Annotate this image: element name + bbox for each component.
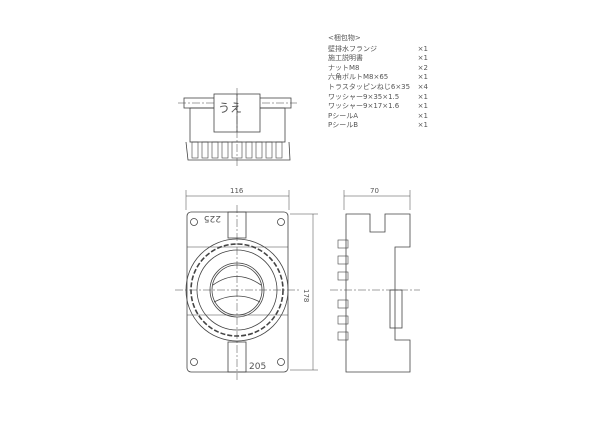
part-qty: ×1 [417, 111, 428, 120]
part-qty: ×1 [417, 73, 428, 82]
parts-list-title: <梱包物> [328, 34, 361, 42]
list-item: ワッシャー9×17×1.6 ×1 [328, 102, 428, 112]
part-qty: ×1 [417, 44, 428, 53]
list-item: ナットM8 ×2 [328, 64, 428, 74]
part-qty: ×1 [417, 102, 428, 111]
top-view: うえ [178, 88, 297, 166]
side-view: 70 [330, 187, 420, 373]
list-item: PシールB ×1 [328, 121, 428, 131]
list-item: トラスタッピンねじ6×35 ×4 [328, 83, 428, 93]
part-name: 施工説明書 [328, 54, 363, 63]
list-item: 施工説明書 ×1 [328, 54, 428, 64]
depth-dimension: 70 [370, 187, 379, 195]
list-item: 壁排水フランジ ×1 [328, 45, 428, 55]
part-qty: ×4 [417, 82, 428, 91]
upper-mark: 225 [204, 213, 221, 223]
part-name: ナットM8 [328, 63, 360, 72]
height-dimension: 178 [302, 289, 310, 302]
width-dimension: 116 [230, 187, 244, 195]
list-item: ワッシャー9×35×1.5 ×1 [328, 93, 428, 103]
part-name: ワッシャー9×35×1.5 [328, 92, 400, 101]
part-qty: ×1 [417, 54, 428, 63]
front-view: 116 225 205 178 [175, 187, 318, 380]
part-qty: ×1 [417, 92, 428, 101]
lower-mark: 205 [249, 362, 266, 372]
parts-list: <梱包物> 壁排水フランジ ×1 施工説明書 ×1 ナットM8 ×2 六角ボルトM8×… [328, 34, 428, 131]
part-qty: ×1 [417, 121, 428, 130]
top-view-label: うえ [218, 101, 242, 115]
part-name: PシールB [328, 121, 359, 130]
part-name: ワッシャー9×17×1.6 [328, 102, 400, 111]
part-name: 壁排水フランジ [328, 44, 377, 53]
part-name: PシールA [328, 111, 359, 120]
part-name: トラスタッピンねじ6×35 [328, 82, 411, 91]
part-name: 六角ボルトM8×65 [328, 73, 389, 82]
part-qty: ×2 [417, 63, 428, 72]
list-item: PシールA ×1 [328, 112, 428, 122]
list-item: 六角ボルトM8×65 ×1 [328, 73, 428, 83]
